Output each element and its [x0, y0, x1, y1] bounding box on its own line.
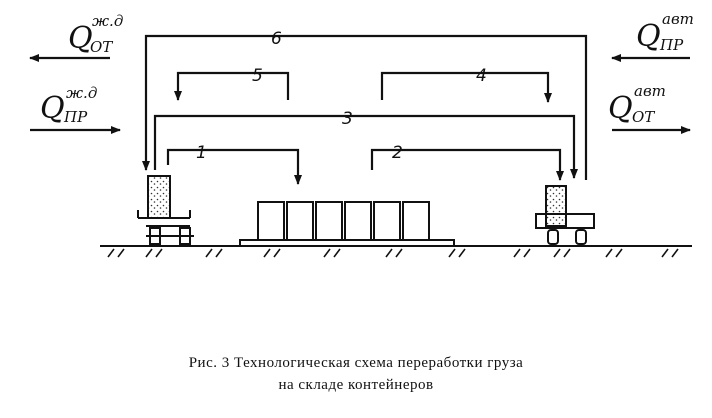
caption-line-1: Рис. 3 Технологическая схема переработки…	[188, 355, 524, 371]
svg-text:авт: авт	[662, 10, 694, 28]
stored-container	[315, 201, 343, 241]
svg-text:ОТ: ОТ	[90, 38, 113, 56]
svg-text:ж.д: ж.д	[66, 84, 97, 102]
svg-text:Q: Q	[608, 91, 633, 126]
ground	[100, 245, 692, 258]
route-1-line	[166, 148, 302, 185]
flow-label-auto-out: Q авт ОТ	[608, 82, 666, 126]
route-number-1: 1	[196, 143, 207, 163]
flow-label-rail-out: Q ж.д ОТ	[68, 12, 123, 56]
flow-label-auto-in: Q авт ПР	[636, 10, 694, 54]
route-2-line	[370, 148, 564, 181]
route-number-5: 5	[252, 66, 263, 86]
route-4-line	[380, 71, 552, 103]
route-number-6: 6	[271, 29, 282, 49]
stored-container	[402, 201, 430, 241]
svg-text:Q: Q	[68, 21, 93, 56]
svg-text:Q: Q	[40, 91, 65, 126]
flow-label-rail-in: Q ж.д ПР	[40, 84, 97, 126]
rail-wagon	[137, 175, 194, 245]
route-number-3: 3	[342, 109, 353, 129]
svg-text:ПР: ПР	[659, 36, 684, 54]
svg-text:ж.д: ж.д	[92, 12, 123, 30]
svg-text:ПР: ПР	[63, 108, 88, 126]
stored-container	[286, 201, 314, 241]
svg-text:ОТ: ОТ	[632, 108, 655, 126]
route-6-line	[142, 34, 588, 180]
route-5-line	[174, 71, 290, 101]
route-3-line	[153, 114, 578, 179]
route-number-4: 4	[476, 66, 487, 86]
caption-line-2: на складе контейнеров	[278, 377, 434, 393]
stored-container	[373, 201, 401, 241]
truck	[535, 185, 595, 245]
stored-container	[344, 201, 372, 241]
svg-text:Q: Q	[636, 19, 661, 54]
stored-container	[257, 201, 285, 241]
route-number-2: 2	[392, 143, 403, 163]
svg-text:авт: авт	[634, 82, 666, 100]
container-storage-platform	[239, 201, 455, 247]
